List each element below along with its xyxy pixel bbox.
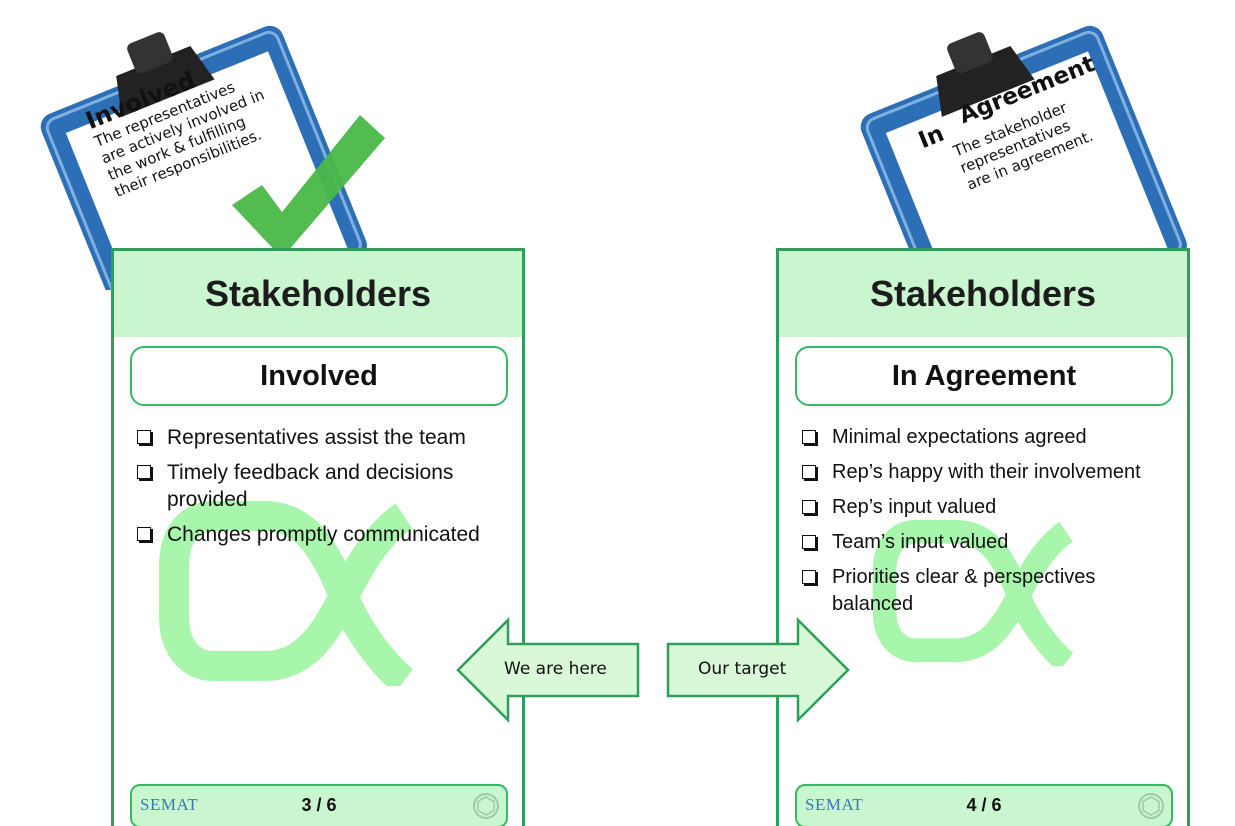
state-name-box: In Agreement xyxy=(795,346,1173,406)
arrow-our-target xyxy=(666,616,850,724)
page-number: 3 / 6 xyxy=(301,795,337,815)
checklist-item[interactable]: Changes promptly communicated xyxy=(134,521,512,548)
page-number: 4 / 6 xyxy=(966,795,1002,815)
checkbox-icon[interactable] xyxy=(137,465,151,479)
card-alpha-title: Stakeholders xyxy=(114,251,522,337)
checklist-item[interactable]: Rep’s input valued xyxy=(799,494,1177,521)
arrow-label-we-are-here: We are here xyxy=(504,659,607,679)
arrow-we-are-here xyxy=(456,616,640,724)
checkbox-icon[interactable] xyxy=(802,570,816,584)
state-card-in-agreement: Stakeholders In Agreement Minimal expect… xyxy=(776,248,1190,826)
checkbox-icon[interactable] xyxy=(802,500,816,514)
checkbox-icon[interactable] xyxy=(802,430,816,444)
semat-seal-icon xyxy=(473,793,499,819)
arrow-label-our-target: Our target xyxy=(698,659,787,679)
card-footer: SEMAT 3 / 6 xyxy=(130,784,508,826)
checkbox-icon[interactable] xyxy=(802,465,816,479)
checklist-item[interactable]: Priorities clear & perspectives balanced xyxy=(799,564,1177,618)
clipboard-agreement-icon xyxy=(860,25,1187,260)
checkbox-icon[interactable] xyxy=(137,527,151,541)
checklist-item[interactable]: Team’s input valued xyxy=(799,529,1177,556)
state-card-involved: Stakeholders Involved Representatives as… xyxy=(111,248,525,826)
checkbox-icon[interactable] xyxy=(137,430,151,444)
checkmark-icon xyxy=(232,115,385,258)
checklist-item[interactable]: Representatives assist the team xyxy=(134,424,512,451)
semat-logo: SEMAT xyxy=(140,795,199,814)
card-alpha-title: Stakeholders xyxy=(779,251,1187,337)
state-name-box: Involved xyxy=(130,346,508,406)
checkbox-icon[interactable] xyxy=(802,535,816,549)
semat-logo: SEMAT xyxy=(805,795,864,814)
checklist-item[interactable]: Rep’s happy with their involvement xyxy=(799,459,1177,486)
card-footer: SEMAT 4 / 6 xyxy=(795,784,1173,826)
checklist: Minimal expectations agreed Rep’s happy … xyxy=(799,424,1177,626)
semat-seal-icon xyxy=(1138,793,1164,819)
checklist-item[interactable]: Timely feedback and decisions provided xyxy=(134,459,512,513)
checklist-item[interactable]: Minimal expectations agreed xyxy=(799,424,1177,451)
checklist: Representatives assist the team Timely f… xyxy=(134,424,512,556)
